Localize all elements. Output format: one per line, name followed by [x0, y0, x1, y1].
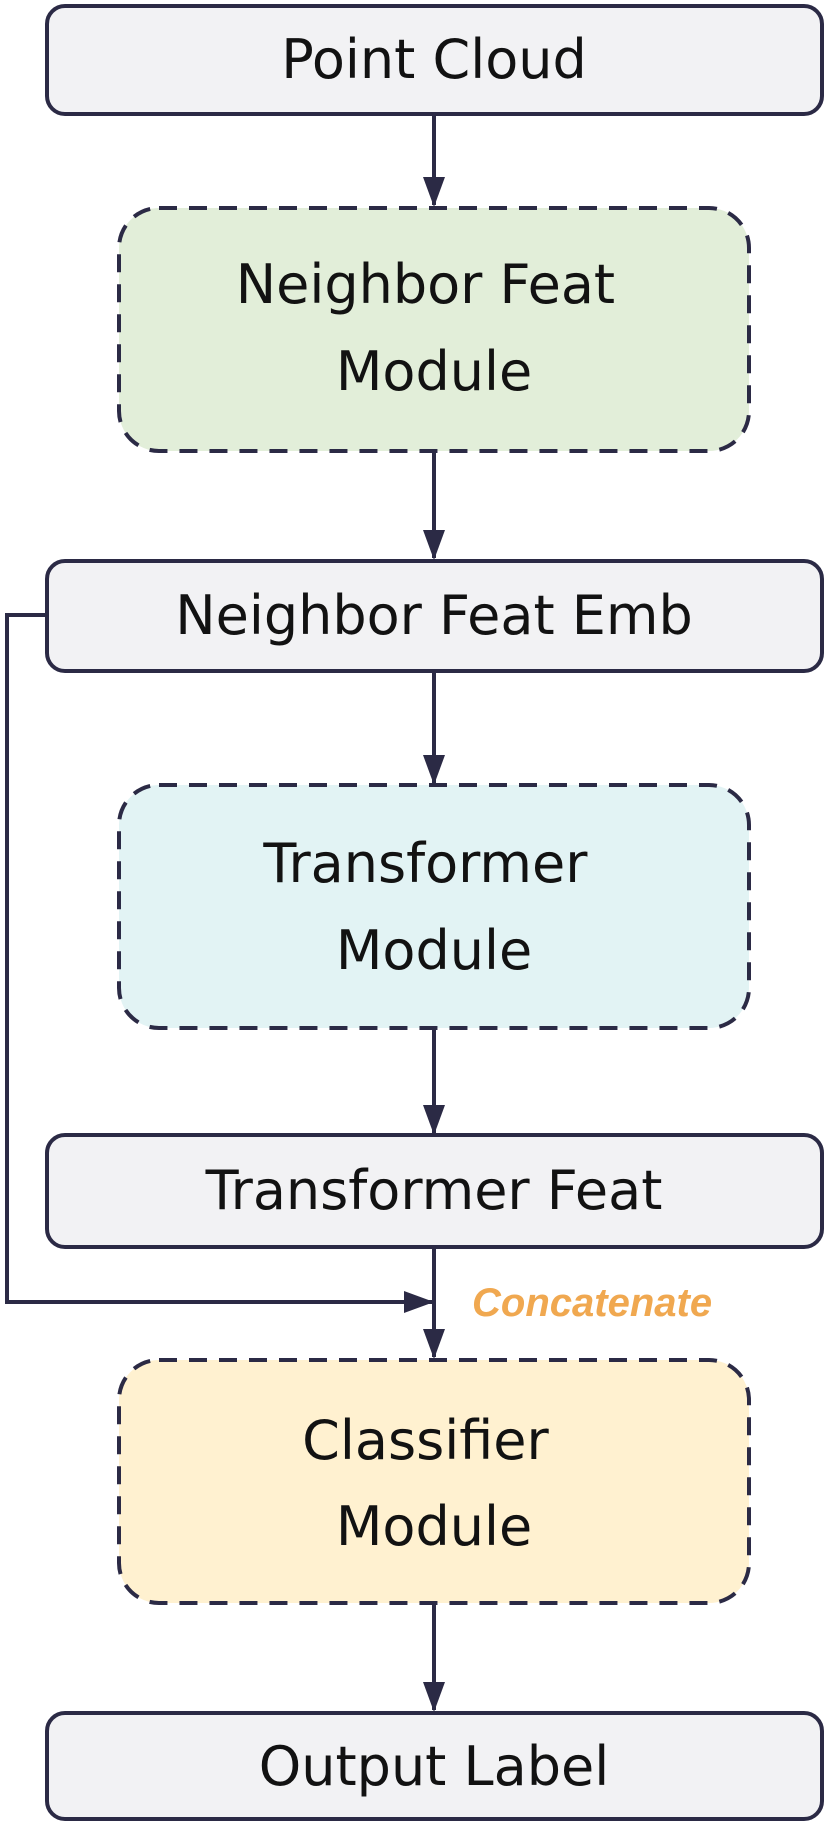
- node-neighbor-feat-emb: Neighbor Feat Emb: [45, 559, 824, 673]
- node-transformer-module: Transformer Module: [117, 783, 751, 1030]
- node-output-label-label: Output Label: [259, 1735, 609, 1798]
- node-point-cloud-box: [45, 4, 824, 116]
- node-neighbor-feat-emb-label: Neighbor Feat Emb: [175, 584, 693, 647]
- node-neighbor-feat-module-box: [117, 206, 751, 453]
- node-classifier-module-box: [117, 1358, 751, 1605]
- node-transformer-feat-box: [45, 1133, 824, 1249]
- node-transformer-module-box: [117, 783, 751, 1030]
- node-neighbor-feat-module: Neighbor Feat Module: [117, 206, 751, 453]
- node-point-cloud-label: Point Cloud: [281, 28, 587, 91]
- node-output-label: Output Label: [45, 1711, 824, 1821]
- connectors: [5, 115, 445, 1712]
- node-transformer-feat: Transformer Feat: [45, 1133, 824, 1249]
- node-transformer-feat-label: Transformer Feat: [205, 1159, 663, 1222]
- node-neighbor-feat-module-label: Neighbor Feat Module: [236, 253, 633, 403]
- concatenate-annotation: Concatenate: [472, 1281, 712, 1325]
- node-output-label-box: [45, 1711, 824, 1821]
- node-classifier-module-label: Classifier Module: [302, 1409, 566, 1558]
- node-transformer-module-label: Transformer Module: [262, 832, 604, 982]
- node-classifier-module: Classifier Module: [117, 1358, 751, 1605]
- node-neighbor-feat-emb-box: [45, 559, 824, 673]
- skip-connection-emb-to-concatenate: [5, 613, 434, 1313]
- node-point-cloud: Point Cloud: [45, 4, 824, 116]
